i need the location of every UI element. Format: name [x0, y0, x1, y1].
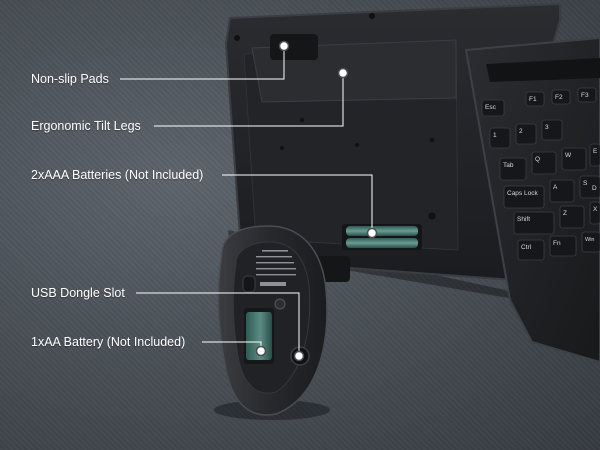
keycap	[581, 231, 600, 253]
keycap	[549, 235, 577, 257]
keycap-label: 1	[493, 132, 497, 139]
keycap	[515, 123, 537, 145]
keycap	[481, 99, 505, 117]
keycap-label: Tab	[503, 162, 514, 169]
keycap-label: F2	[555, 94, 563, 101]
callout-non-slip-pads: Non-slip Pads	[31, 72, 109, 86]
callout-tilt-legs: Ergonomic Tilt Legs	[31, 119, 141, 133]
keycap-label: 3	[545, 124, 549, 131]
keycap	[589, 143, 600, 167]
keycap-label: F3	[581, 92, 589, 99]
keycap-label: A	[553, 184, 558, 191]
keycap-label: Ctrl	[521, 244, 532, 251]
keycap-label: Win	[585, 237, 594, 243]
callout-usb-dongle-slot: USB Dongle Slot	[31, 286, 125, 300]
callout-aaa-batteries: 2xAAA Batteries (Not Included)	[31, 168, 204, 182]
aa-battery	[246, 312, 272, 360]
keycap-label: F1	[529, 96, 537, 103]
keycap-label: 2	[519, 128, 523, 135]
keycap-label: Caps Lock	[507, 190, 538, 197]
keycap-label: S	[583, 180, 588, 187]
keycap	[579, 175, 600, 199]
keycap-label: Fn	[553, 240, 561, 247]
keycap	[517, 239, 545, 261]
keycap	[503, 185, 545, 209]
non-slip-pad-top	[270, 34, 318, 60]
keycap-label: Z	[563, 210, 567, 217]
keycap	[531, 151, 557, 175]
keycap	[551, 89, 571, 105]
keycap	[589, 201, 600, 225]
keycap	[499, 157, 527, 181]
keycap-label: W	[565, 152, 572, 159]
callout-dots	[255, 40, 378, 362]
keycap-label: D	[592, 185, 597, 192]
keycap	[513, 211, 555, 235]
keycap	[541, 119, 563, 141]
keycap	[489, 127, 511, 149]
keycap	[577, 87, 597, 103]
keycap-label: Shift	[517, 216, 530, 223]
keycap-label: X	[593, 206, 598, 213]
keycap	[561, 147, 587, 171]
keycap-label: Esc	[485, 104, 497, 111]
callout-lines	[120, 46, 373, 356]
aaa-batteries	[346, 226, 418, 248]
keycap	[559, 205, 585, 229]
keycap	[549, 179, 575, 203]
keycap	[525, 91, 545, 107]
mouse-underside	[214, 225, 330, 420]
keycap-label: Q	[535, 156, 540, 163]
keycap-label: E	[593, 148, 598, 155]
callout-aa-battery: 1xAA Battery (Not Included)	[31, 335, 186, 349]
